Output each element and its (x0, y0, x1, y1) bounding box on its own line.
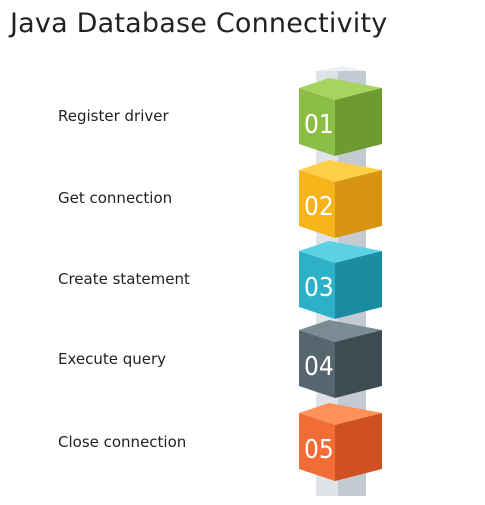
step-cube-01: 01 (299, 78, 382, 156)
step-number: 05 (304, 435, 334, 465)
cube-front-face (299, 413, 335, 481)
cube-side-face (335, 413, 382, 481)
step-cubes: 01 02 03 04 05 (299, 78, 382, 481)
cube-side-face (335, 170, 382, 238)
step-number: 02 (304, 192, 334, 222)
cube-front-face (299, 170, 335, 238)
diagram-title: Java Database Connectivity (10, 8, 388, 39)
step-label-register-driver: Register driver (58, 107, 169, 125)
cube-top-face (299, 78, 382, 100)
cube-top-face (299, 320, 382, 342)
cube-side-face (335, 251, 382, 319)
cube-top-face (299, 241, 382, 263)
cube-top-face (299, 160, 382, 182)
step-cube-03: 03 (299, 241, 382, 319)
cube-front-face (299, 330, 335, 398)
step-label-create-statement: Create statement (58, 270, 190, 288)
step-number: 03 (304, 273, 334, 303)
step-cube-05: 05 (299, 403, 382, 481)
step-cube-02: 02 (299, 160, 382, 238)
step-label-close-connection: Close connection (58, 433, 187, 451)
step-number: 04 (304, 352, 334, 382)
step-label-execute-query: Execute query (58, 350, 167, 368)
step-number: 01 (304, 110, 334, 140)
cube-front-face (299, 251, 335, 319)
cube-front-face (299, 88, 335, 156)
cube-top-face (299, 403, 382, 425)
cube-side-face (335, 330, 382, 398)
step-cube-04: 04 (299, 320, 382, 398)
cube-side-face (335, 88, 382, 156)
step-label-get-connection: Get connection (58, 189, 173, 207)
